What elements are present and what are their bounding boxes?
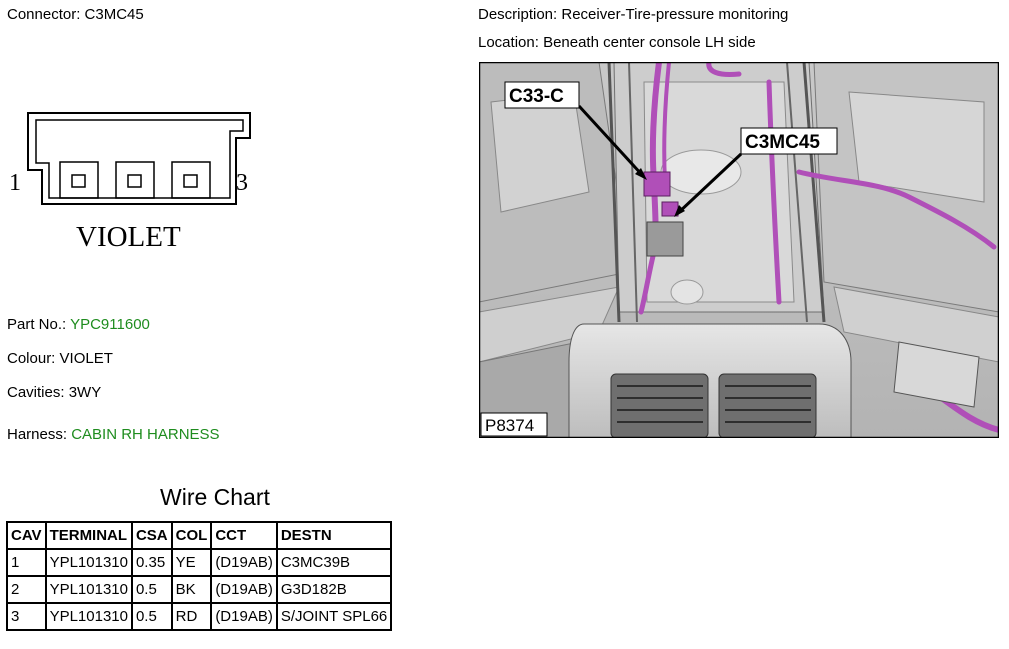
air-vent-left <box>610 373 709 438</box>
cell-terminal: YPL101310 <box>44 548 133 577</box>
svg-text:C3MC45: C3MC45 <box>745 132 820 153</box>
callout-label-c33-c: C33-C <box>504 81 580 109</box>
floor-pan-right <box>813 62 999 363</box>
cell-csa: 0.5 <box>130 575 173 604</box>
cavities-value: 3WY <box>68 384 102 401</box>
harness-link[interactable]: CABIN RH HARNESS <box>71 426 220 443</box>
cavity-3 <box>171 161 211 199</box>
colour-value: VIOLET <box>59 350 113 367</box>
header-cct: CCT <box>210 521 278 550</box>
cell-col: BK <box>170 575 213 604</box>
part-number-label: Part No.: <box>7 316 67 333</box>
location-label: Location: <box>478 34 539 51</box>
table-row: 1 YPL101310 0.35 YE (D19AB) C3MC39B <box>6 548 393 577</box>
cell-cct: (D19AB) <box>210 602 278 631</box>
wire-chart-table: CAV TERMINAL CSA COL CCT DESTN 1 YPL1013… <box>6 521 393 631</box>
part-number-link[interactable]: YPC911600 <box>70 316 150 333</box>
pin-3-label: 3 <box>236 170 248 196</box>
location-photo: C33-C C3MC45 P8374 <box>479 62 999 438</box>
cell-destn: G3D182B <box>275 575 393 604</box>
cell-csa: 0.35 <box>130 548 173 577</box>
connector-line: Connector: C3MC45 <box>7 6 144 23</box>
cell-cav: 3 <box>6 602 47 631</box>
callout-arrow-c33-c <box>577 104 647 180</box>
colour-label: Colour: <box>7 350 56 367</box>
location-line: Location: Beneath center console LH side <box>478 34 756 51</box>
cavities-label: Cavities: <box>7 384 65 401</box>
cavities-line: Cavities: 3WY <box>7 384 101 401</box>
cell-destn: C3MC39B <box>275 548 393 577</box>
center-console <box>568 323 852 438</box>
colour-line: Colour: VIOLET <box>7 350 113 367</box>
connector-id: C3MC45 <box>84 6 144 23</box>
tunnel <box>607 62 826 323</box>
header-cav: CAV <box>6 521 47 550</box>
cell-terminal: YPL101310 <box>44 602 133 631</box>
connector-colour-text: VIOLET <box>76 221 181 253</box>
connector-c33-c-shape <box>643 171 671 197</box>
cell-cct: (D19AB) <box>210 548 278 577</box>
connector-label: Connector: <box>7 6 81 23</box>
photo-reference-label: P8374 <box>480 412 548 437</box>
table-row: 2 YPL101310 0.5 BK (D19AB) G3D182B <box>6 575 393 604</box>
callout-label-c3mc45: C3MC45 <box>740 127 838 155</box>
cell-cav: 2 <box>6 575 47 604</box>
cavity-1 <box>59 161 99 199</box>
header-csa: CSA <box>130 521 173 550</box>
cell-destn: S/JOINT SPL66 <box>275 602 393 631</box>
cell-csa: 0.5 <box>130 602 173 631</box>
cell-terminal: YPL101310 <box>44 575 133 604</box>
photo-frame <box>479 62 999 438</box>
harness-label: Harness: <box>7 426 68 443</box>
harness-line: Harness: CABIN RH HARNESS <box>7 426 220 443</box>
connector-c3mc45-shape <box>646 201 684 257</box>
air-vent-right <box>718 373 817 438</box>
connector-face-diagram: 1 3 VIOLET <box>9 112 251 253</box>
header-col: COL <box>170 521 213 550</box>
callout-arrow-c3mc45 <box>674 152 743 217</box>
floor-pan-left <box>479 62 630 438</box>
location-value: Beneath center console LH side <box>543 34 756 51</box>
cell-cav: 1 <box>6 548 47 577</box>
cell-cct: (D19AB) <box>210 575 278 604</box>
table-row: 3 YPL101310 0.5 RD (D19AB) S/JOINT SPL66 <box>6 602 393 631</box>
cavity-2 <box>115 161 155 199</box>
pin-1-label: 1 <box>9 170 21 196</box>
description-line: Description: Receiver-Tire-pressure moni… <box>478 6 788 23</box>
wire-chart-title: Wire Chart <box>160 484 270 510</box>
svg-text:C33-C: C33-C <box>509 86 564 107</box>
wire-chart-header-row: CAV TERMINAL CSA COL CCT DESTN <box>6 521 393 550</box>
module-right <box>893 341 980 408</box>
cell-col: YE <box>170 548 213 577</box>
cell-col: RD <box>170 602 213 631</box>
part-number-line: Part No.: YPC911600 <box>7 316 150 333</box>
header-destn: DESTN <box>275 521 393 550</box>
description-value: Receiver-Tire-pressure monitoring <box>561 6 789 23</box>
svg-text:P8374: P8374 <box>485 416 534 435</box>
header-terminal: TERMINAL <box>44 521 133 550</box>
description-label: Description: <box>478 6 558 23</box>
